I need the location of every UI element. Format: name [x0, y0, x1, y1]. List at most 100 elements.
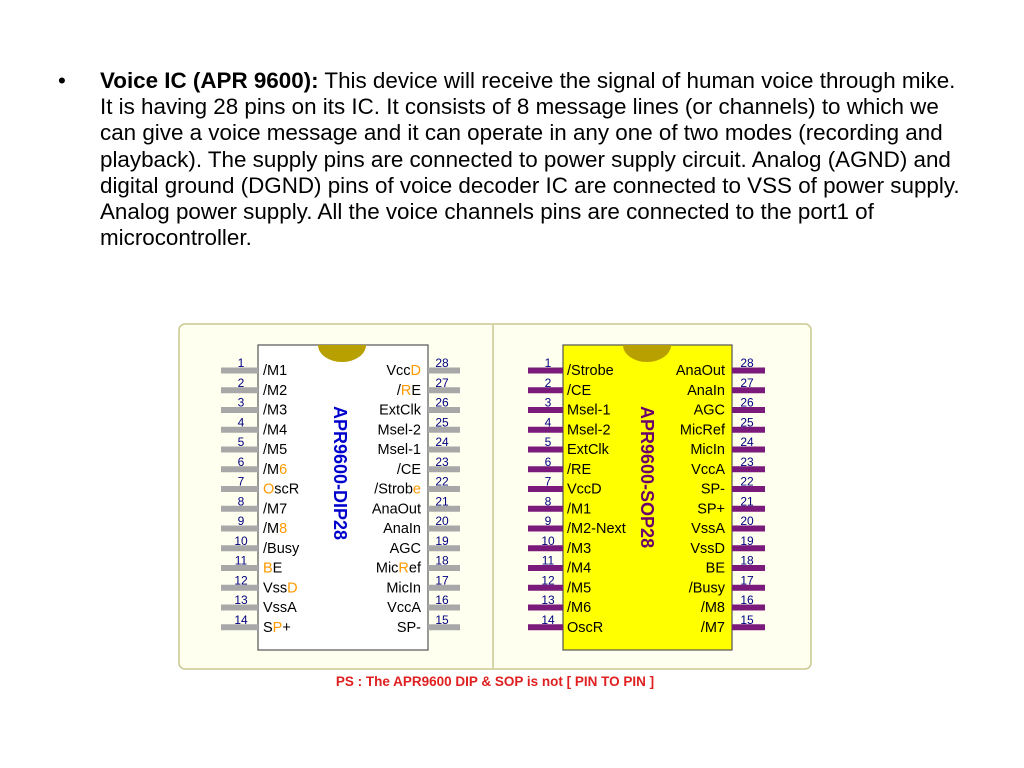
sop-pin-25-lead — [732, 426, 765, 433]
sop-pin-label: /M8 — [701, 600, 725, 616]
dip-pin-label-pre: /M1 — [263, 363, 287, 379]
dip-pin-label-pre: /Busy — [263, 541, 300, 557]
dip-pin-number: 7 — [238, 475, 245, 489]
dip-pin-label: MicRef — [376, 561, 422, 577]
dip-chip: APR9600-DIP28 — [257, 344, 429, 651]
dip-pin-label-hl: 8 — [279, 521, 287, 537]
sop-pin-2-lead — [528, 387, 563, 394]
dip-pin-label-hl: R — [398, 561, 408, 577]
sop-pin-number: 25 — [740, 415, 754, 429]
dip-pin-17-lead — [428, 584, 460, 591]
dip-pin-number: 22 — [435, 475, 449, 489]
dip-notch — [318, 345, 366, 362]
dip-pin-16-lead — [428, 604, 460, 611]
dip-pin-label: VccD — [386, 363, 421, 379]
sop-pin-27-lead — [732, 387, 765, 394]
dip-pin-label-post: E — [411, 383, 421, 399]
sop-pin-1-lead — [528, 367, 563, 374]
dip-pin-number: 26 — [435, 396, 449, 410]
dip-pin-2-lead — [221, 387, 258, 394]
dip-pin-label: Msel-1 — [377, 442, 421, 458]
sop-pin-label: /M3 — [567, 541, 591, 557]
sop-pin-number: 1 — [545, 356, 552, 370]
dip-pin-label: Msel-2 — [377, 422, 421, 438]
sop-pin-24-lead — [732, 446, 765, 453]
dip-pin-23-lead — [428, 466, 460, 473]
dip-pin-label-pre: ExtClk — [379, 403, 422, 419]
dip-pin-label: /M5 — [263, 442, 287, 458]
sop-pin-label: MicRef — [680, 422, 726, 438]
sop-pin-label: AGC — [694, 403, 725, 419]
dip-pin-label: AGC — [390, 541, 421, 557]
dip-pin-label-pre: /M5 — [263, 442, 287, 458]
dip-pin-label: BE — [263, 561, 283, 577]
sop-pin-number: 4 — [545, 415, 552, 429]
sop-pin-23-lead — [732, 466, 765, 473]
dip-pin-number: 8 — [238, 494, 245, 508]
dip-pin-label-hl: e — [413, 482, 421, 498]
sop-pin-label: OscR — [567, 620, 603, 636]
sop-pin-number: 26 — [740, 396, 754, 410]
dip-pin-number: 1 — [238, 356, 245, 370]
sop-pin-number: 5 — [545, 435, 552, 449]
dip-pin-label: /M8 — [263, 521, 287, 537]
dip-pin-label: VssD — [263, 580, 298, 596]
sop-pin-14-lead — [528, 624, 563, 631]
dip-pin-label-pre: /M7 — [263, 501, 287, 517]
dip-pin-label: VssA — [263, 600, 297, 616]
dip-pin-number: 15 — [435, 613, 449, 627]
sop-pin-10-lead — [528, 545, 563, 552]
sop-pin-number: 28 — [740, 356, 754, 370]
dip-pin-label: SP+ — [263, 620, 291, 636]
dip-pin-label: AnaIn — [383, 521, 421, 537]
dip-pin-number: 3 — [238, 396, 245, 410]
dip-pin-1-lead — [221, 367, 258, 374]
sop-pin-label: ExtClk — [567, 442, 610, 458]
dip-pin-label: /M2 — [263, 383, 287, 399]
sop-pin-12-lead — [528, 584, 563, 591]
dip-pin-25-lead — [428, 426, 460, 433]
dip-pin-label-pre: VssA — [263, 600, 297, 616]
sop-pin-number: 3 — [545, 396, 552, 410]
dip-pin-number: 25 — [435, 415, 449, 429]
sop-pin-13-lead — [528, 604, 563, 611]
sop-pin-4-lead — [528, 426, 563, 433]
dip-pin-label-pre: Msel-2 — [377, 422, 421, 438]
dip-pin-10-lead — [221, 545, 258, 552]
dip-pin-number: 18 — [435, 554, 449, 568]
dip-pin-label-pre: Vcc — [386, 363, 410, 379]
sop-pin-number: 11 — [542, 554, 555, 568]
dip-pin-label-pre: AnaOut — [372, 501, 421, 517]
sop-pin-number: 19 — [740, 534, 754, 548]
sop-pin-label: /M2-Next — [567, 521, 626, 537]
bullet-paragraph: • Voice IC (APR 9600): This device will … — [58, 68, 963, 251]
dip-pin-label: /M1 — [263, 363, 287, 379]
dip-pin-label-pre: SP- — [397, 620, 421, 636]
paragraph: Voice IC (APR 9600): This device will re… — [100, 68, 963, 251]
dip-pin-number: 14 — [234, 613, 248, 627]
sop-pin-number: 9 — [545, 514, 552, 528]
sop-pin-label: Msel-1 — [567, 403, 611, 419]
sop-notch — [623, 345, 671, 362]
sop-pin-number: 13 — [541, 593, 555, 607]
dip-pin-label-pre: MicIn — [386, 580, 421, 596]
dip-pin-label-pre: /Strob — [374, 482, 413, 498]
dip-pin-number: 17 — [435, 573, 449, 587]
sop-pin-label: /M5 — [567, 580, 591, 596]
sop-pin-17-lead — [732, 584, 765, 591]
dip-pin-number: 5 — [238, 435, 245, 449]
dip-pin-label-pre: /M3 — [263, 403, 287, 419]
sop-chip: APR9600-SOP28 — [562, 344, 733, 651]
sop-chip-body — [562, 344, 733, 651]
sop-pin-label: Msel-2 — [567, 422, 611, 438]
sop-pin-8-lead — [528, 505, 563, 512]
sop-pin-label: /M7 — [701, 620, 725, 636]
sop-pin-number: 20 — [740, 514, 754, 528]
sop-pin-21-lead — [732, 505, 765, 512]
dip-pin-number: 21 — [435, 494, 449, 508]
dip-pin-label: /CE — [397, 462, 422, 478]
dip-pin-label-post: scR — [274, 482, 299, 498]
dip-pin-26-lead — [428, 407, 460, 413]
